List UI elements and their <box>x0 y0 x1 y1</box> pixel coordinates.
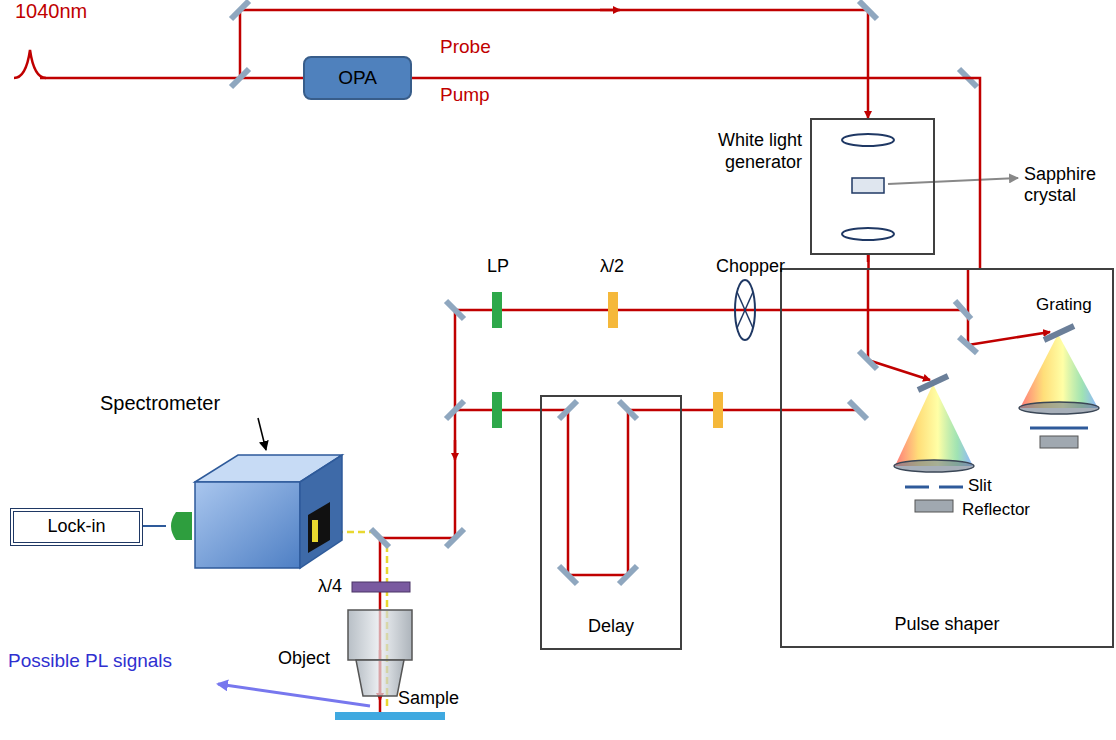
beam-line-part <box>455 310 963 538</box>
input-pulse <box>14 50 46 78</box>
beam-connector <box>412 78 980 268</box>
spectrometer-part <box>140 525 166 527</box>
box-label: Lock-in <box>14 516 139 538</box>
part-label: Sample <box>398 688 459 709</box>
mirror-part <box>859 1 877 19</box>
polarizer-plates-part <box>737 292 753 328</box>
box-label: OPA <box>305 67 410 90</box>
spectrometer-part <box>300 455 342 568</box>
mirror-part <box>371 529 389 547</box>
polarizer-plates-part <box>492 392 502 428</box>
spectrometer <box>140 418 342 568</box>
polarizer-plates-part <box>735 280 755 340</box>
grating-shaper-part <box>905 486 929 489</box>
part-label: Possible PL signals <box>8 650 172 672</box>
mirror-part <box>446 301 464 319</box>
input-pulse-part <box>14 50 46 78</box>
part-label: Object <box>278 648 330 669</box>
box-label: Delay <box>542 616 680 638</box>
beam-connector <box>867 255 870 268</box>
mirror-part <box>955 301 971 319</box>
spectrometer-part <box>308 502 330 553</box>
grating-shaper-part <box>915 500 953 512</box>
mirror-part <box>231 69 249 87</box>
microscope-part <box>348 610 412 660</box>
part-label: Chopper <box>716 256 785 277</box>
part-label: Slit <box>968 476 992 496</box>
mirror-part <box>619 401 637 419</box>
mirror-part <box>849 401 867 419</box>
spectrometer-part <box>312 520 318 542</box>
white-light-optics-part <box>842 134 894 146</box>
mirror-part <box>859 351 877 369</box>
polarizer-plates-part <box>608 292 618 328</box>
mirror-part <box>231 1 249 19</box>
mirror-part <box>559 401 577 419</box>
box-label: White light generator <box>690 130 802 173</box>
box-label: Pulse shaper <box>782 614 1112 636</box>
white-light-optics <box>842 134 1018 240</box>
grating-shaper-part <box>895 384 973 466</box>
part-label: Grating <box>1036 295 1092 315</box>
grating-shaper-part <box>1019 402 1099 414</box>
beam-line <box>40 10 1050 712</box>
beam-line-part <box>867 10 870 118</box>
beam-line-part <box>240 77 303 80</box>
beam-line-part <box>600 9 620 12</box>
polarizer-plates-part <box>713 392 723 428</box>
microscope-part <box>356 660 404 696</box>
part-label: Pump <box>440 84 490 106</box>
delay-box: Delay <box>540 395 682 650</box>
polarizer-plates <box>492 280 755 428</box>
grating-shaper-part <box>1040 436 1078 448</box>
spectrometer-part <box>258 418 266 450</box>
spectrometer-part <box>171 512 192 540</box>
mirror-part <box>446 529 464 547</box>
beam-line-part <box>454 440 457 460</box>
mirror-part <box>559 566 577 584</box>
grating-shaper-part <box>894 460 974 472</box>
mirror-part <box>619 566 637 584</box>
grating-shaper-part <box>1030 427 1088 430</box>
beam-line-part <box>40 10 868 78</box>
microscope-part <box>335 712 445 720</box>
part-label: Sapphire crystal <box>1024 164 1112 205</box>
white-light-optics-part <box>842 228 894 240</box>
part-label: Reflector <box>962 500 1030 520</box>
lockin-box: Lock-in <box>10 508 143 546</box>
grating-shaper-part <box>1044 326 1074 340</box>
white-light-optics-part <box>852 178 884 193</box>
white-light-box: White light generator <box>810 118 935 255</box>
part-label: λ/4 <box>318 576 342 597</box>
opa-box: OPA <box>303 56 412 100</box>
part-label: λ/2 <box>600 256 624 277</box>
part-label: LP <box>487 256 509 277</box>
mirror <box>231 1 977 584</box>
beam-line-part <box>455 410 858 575</box>
microscope-part <box>218 684 370 706</box>
microscope-part <box>352 582 410 592</box>
mirror-part <box>959 337 977 353</box>
pulse-shaper-box: Pulse shaper <box>780 268 1114 648</box>
part-label: Spectrometer <box>100 392 220 415</box>
grating-shaper-part <box>939 486 963 489</box>
white-light-optics-part <box>888 178 1018 184</box>
part-label: Probe <box>440 36 491 58</box>
spectrometer-part <box>195 482 300 568</box>
part-label: 1040nm <box>15 0 87 23</box>
grating-shaper-part <box>1020 334 1098 408</box>
grating-shaper <box>894 326 1099 512</box>
mirror-part <box>446 401 464 419</box>
polarizer-plates-part <box>492 292 502 328</box>
polarizer-plates-part <box>737 292 753 328</box>
beam-line-part <box>868 268 930 380</box>
grating-shaper-part <box>918 376 948 390</box>
